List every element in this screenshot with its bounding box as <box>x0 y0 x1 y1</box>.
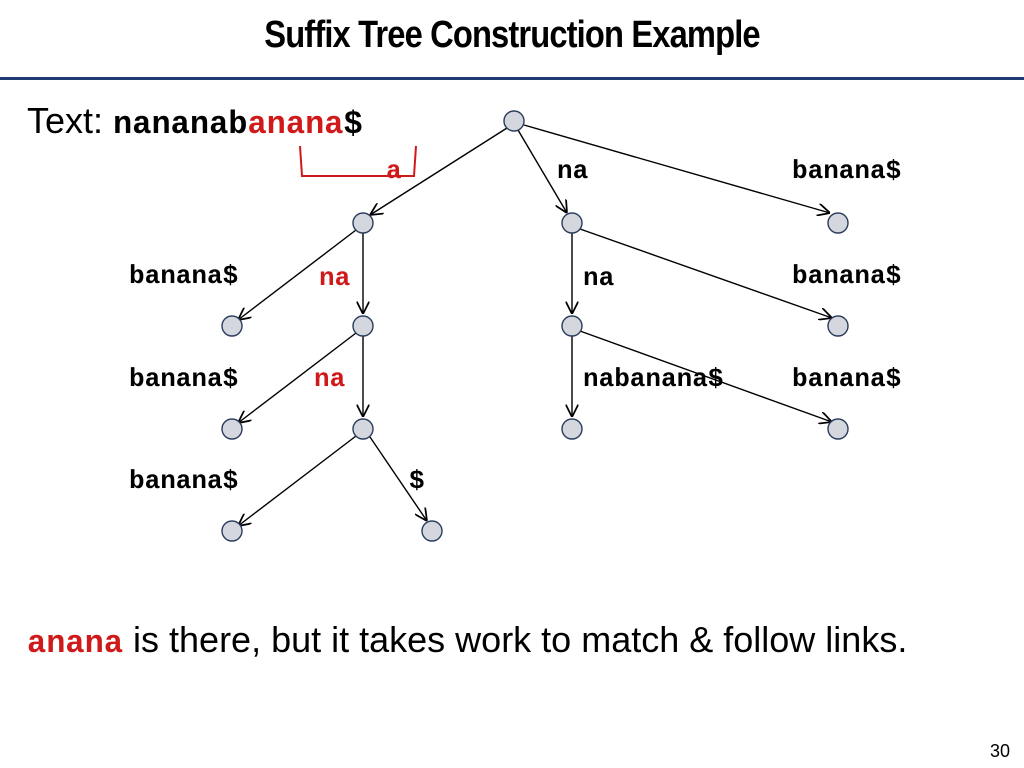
tree-node-leaf <box>221 418 243 440</box>
bracket-label: a <box>386 156 402 186</box>
edge-label-root-banana: banana$ <box>792 156 901 186</box>
text-prefix: nananab <box>113 106 248 143</box>
edge-label-na-na: na <box>583 263 614 293</box>
edge-label-na-banana: banana$ <box>792 261 901 291</box>
edge-label-nana-nabanana: nabanana$ <box>583 364 723 394</box>
tree-node-root <box>503 110 525 132</box>
match-bracket <box>299 145 417 177</box>
edge-label-anana-dollar: $ <box>409 466 425 496</box>
tree-node-ana <box>352 315 374 337</box>
edge-label-a-banana: banana$ <box>129 261 238 291</box>
tree-node-leaf <box>827 418 849 440</box>
edge-na-banana <box>579 228 832 318</box>
text-line: Text: nananabanana$ <box>27 100 363 143</box>
edge-label-ana-na: na <box>314 364 345 394</box>
slide-title: Suffix Tree Construction Example <box>264 14 760 56</box>
tree-node-leaf <box>561 418 583 440</box>
tree-node-banana-leaf <box>827 212 849 234</box>
text-label: Text: <box>27 100 104 141</box>
text-suffix: $ <box>343 106 363 143</box>
edge-anana-dollar <box>369 436 427 521</box>
edge-anana-banana <box>238 435 357 526</box>
title-divider <box>0 77 1024 80</box>
edge-nana-banana <box>579 330 832 422</box>
edge-ana-banana <box>238 332 357 423</box>
edge-root-banana <box>523 124 830 213</box>
tree-node-leaf <box>221 315 243 337</box>
bottom-caption: anana is there, but it takes work to mat… <box>27 616 987 668</box>
tree-node-nana <box>561 315 583 337</box>
edge-label-anana-banana: banana$ <box>129 466 238 496</box>
edge-label-a-na: na <box>319 263 350 293</box>
caption-text: is there, but it takes work to match & f… <box>123 619 908 660</box>
slide-number: 30 <box>989 741 1010 761</box>
edge-root-a <box>370 127 508 215</box>
edge-label-ana-banana: banana$ <box>129 364 238 394</box>
edge-label-nana-banana: banana$ <box>792 364 901 394</box>
edge-root-na <box>517 129 567 213</box>
tree-node-leaf <box>827 315 849 337</box>
caption-highlight: anana <box>27 625 124 662</box>
tree-node-a <box>352 212 374 234</box>
edge-a-banana <box>238 229 357 320</box>
tree-node-anana <box>352 418 374 440</box>
text-highlight: anana <box>247 106 344 143</box>
edge-label-root-na: na <box>557 156 588 186</box>
tree-node-leaf <box>421 520 443 542</box>
tree-node-na <box>561 212 583 234</box>
tree-node-leaf <box>221 520 243 542</box>
